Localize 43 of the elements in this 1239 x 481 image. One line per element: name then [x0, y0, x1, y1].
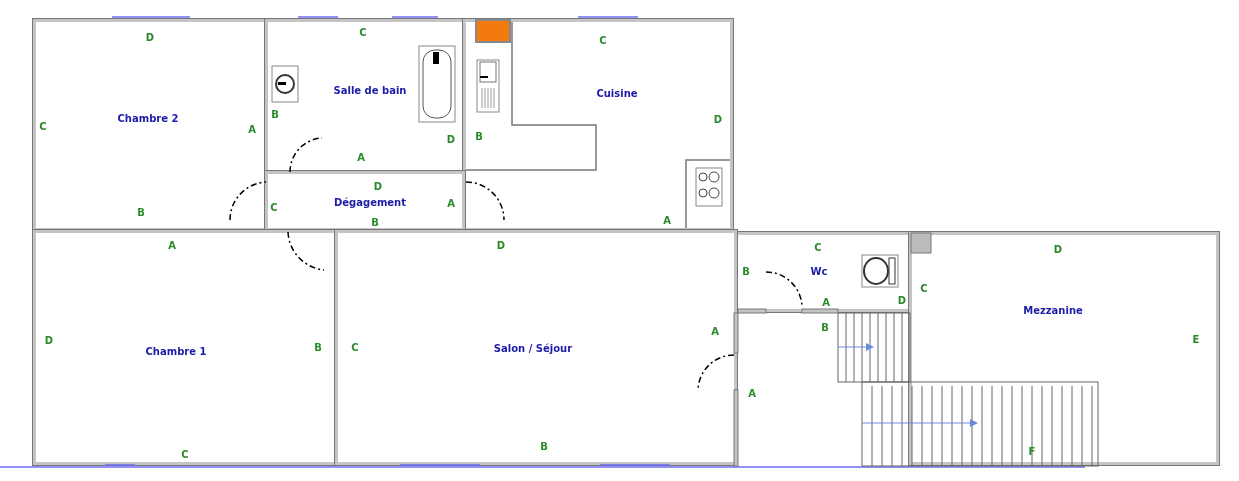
wall-letter: F: [1028, 445, 1036, 457]
wall-letter: D: [897, 294, 907, 306]
wall-letter: B: [271, 108, 279, 120]
wall-letter: A: [168, 239, 176, 251]
wall-letter: A: [748, 387, 756, 399]
room-name: Chambre 2: [117, 112, 179, 124]
room-name: Salle de bain: [333, 84, 407, 96]
wall-letter: D: [496, 239, 506, 251]
room-name: Wc: [810, 265, 828, 277]
room-name: Mezzanine: [1023, 304, 1083, 316]
room-name: Salon / Séjour: [493, 342, 573, 354]
wall-letter: B: [742, 265, 750, 277]
wall-letter: D: [145, 31, 155, 43]
wall-letter: D: [713, 113, 723, 125]
wall-letter: B: [540, 440, 548, 452]
wall-letter: C: [359, 26, 367, 38]
wall-letter: A: [663, 214, 671, 226]
wall-letter: A: [447, 197, 455, 209]
room-name: Chambre 1: [145, 345, 207, 357]
wall-letter: B: [314, 341, 322, 353]
room-name: Dégagement: [334, 196, 406, 208]
wall-letter: B: [821, 321, 829, 333]
wall-letter: B: [475, 130, 483, 142]
wall-letter: C: [920, 282, 928, 294]
wall-letter: C: [814, 241, 822, 253]
wall-letter: D: [44, 334, 54, 346]
room: [264, 170, 466, 232]
wall-letter: C: [599, 34, 607, 46]
wall-letter: D: [1053, 243, 1063, 255]
wall-letter: D: [446, 133, 456, 145]
room-name: Cuisine: [596, 87, 638, 99]
wall-letter: E: [1192, 333, 1200, 345]
wall-letter: B: [137, 206, 145, 218]
wall-letter: B: [371, 216, 379, 228]
wall-letter: C: [181, 448, 189, 460]
wall-letter: D: [373, 180, 383, 192]
wall-letter: C: [270, 201, 278, 213]
wall-letter: C: [39, 120, 47, 132]
wall-letter: A: [822, 296, 830, 308]
wall-letter: A: [248, 123, 256, 135]
wall-letter: A: [357, 151, 365, 163]
wall-letter: A: [711, 325, 719, 337]
wall-letter: C: [351, 341, 359, 353]
